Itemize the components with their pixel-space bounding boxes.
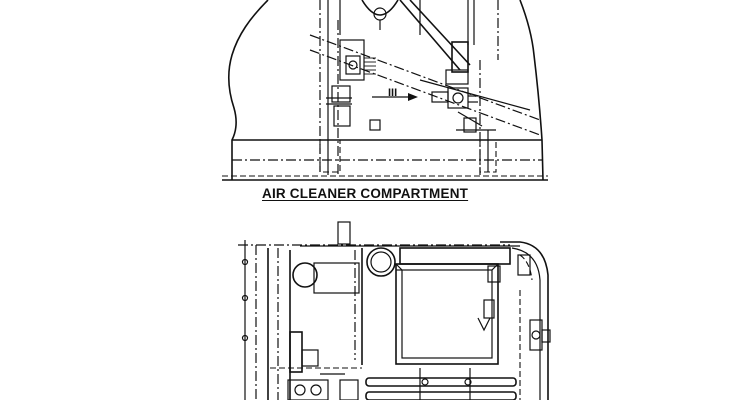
air-cleaner-compartment-view [222, 0, 548, 181]
break-line-right [519, 0, 544, 181]
figure-caption: AIR CLEANER COMPARTMENT [262, 186, 469, 201]
callout-label: III [388, 87, 398, 99]
break-line-left [228, 0, 269, 180]
lower-assembly-view [238, 221, 551, 400]
